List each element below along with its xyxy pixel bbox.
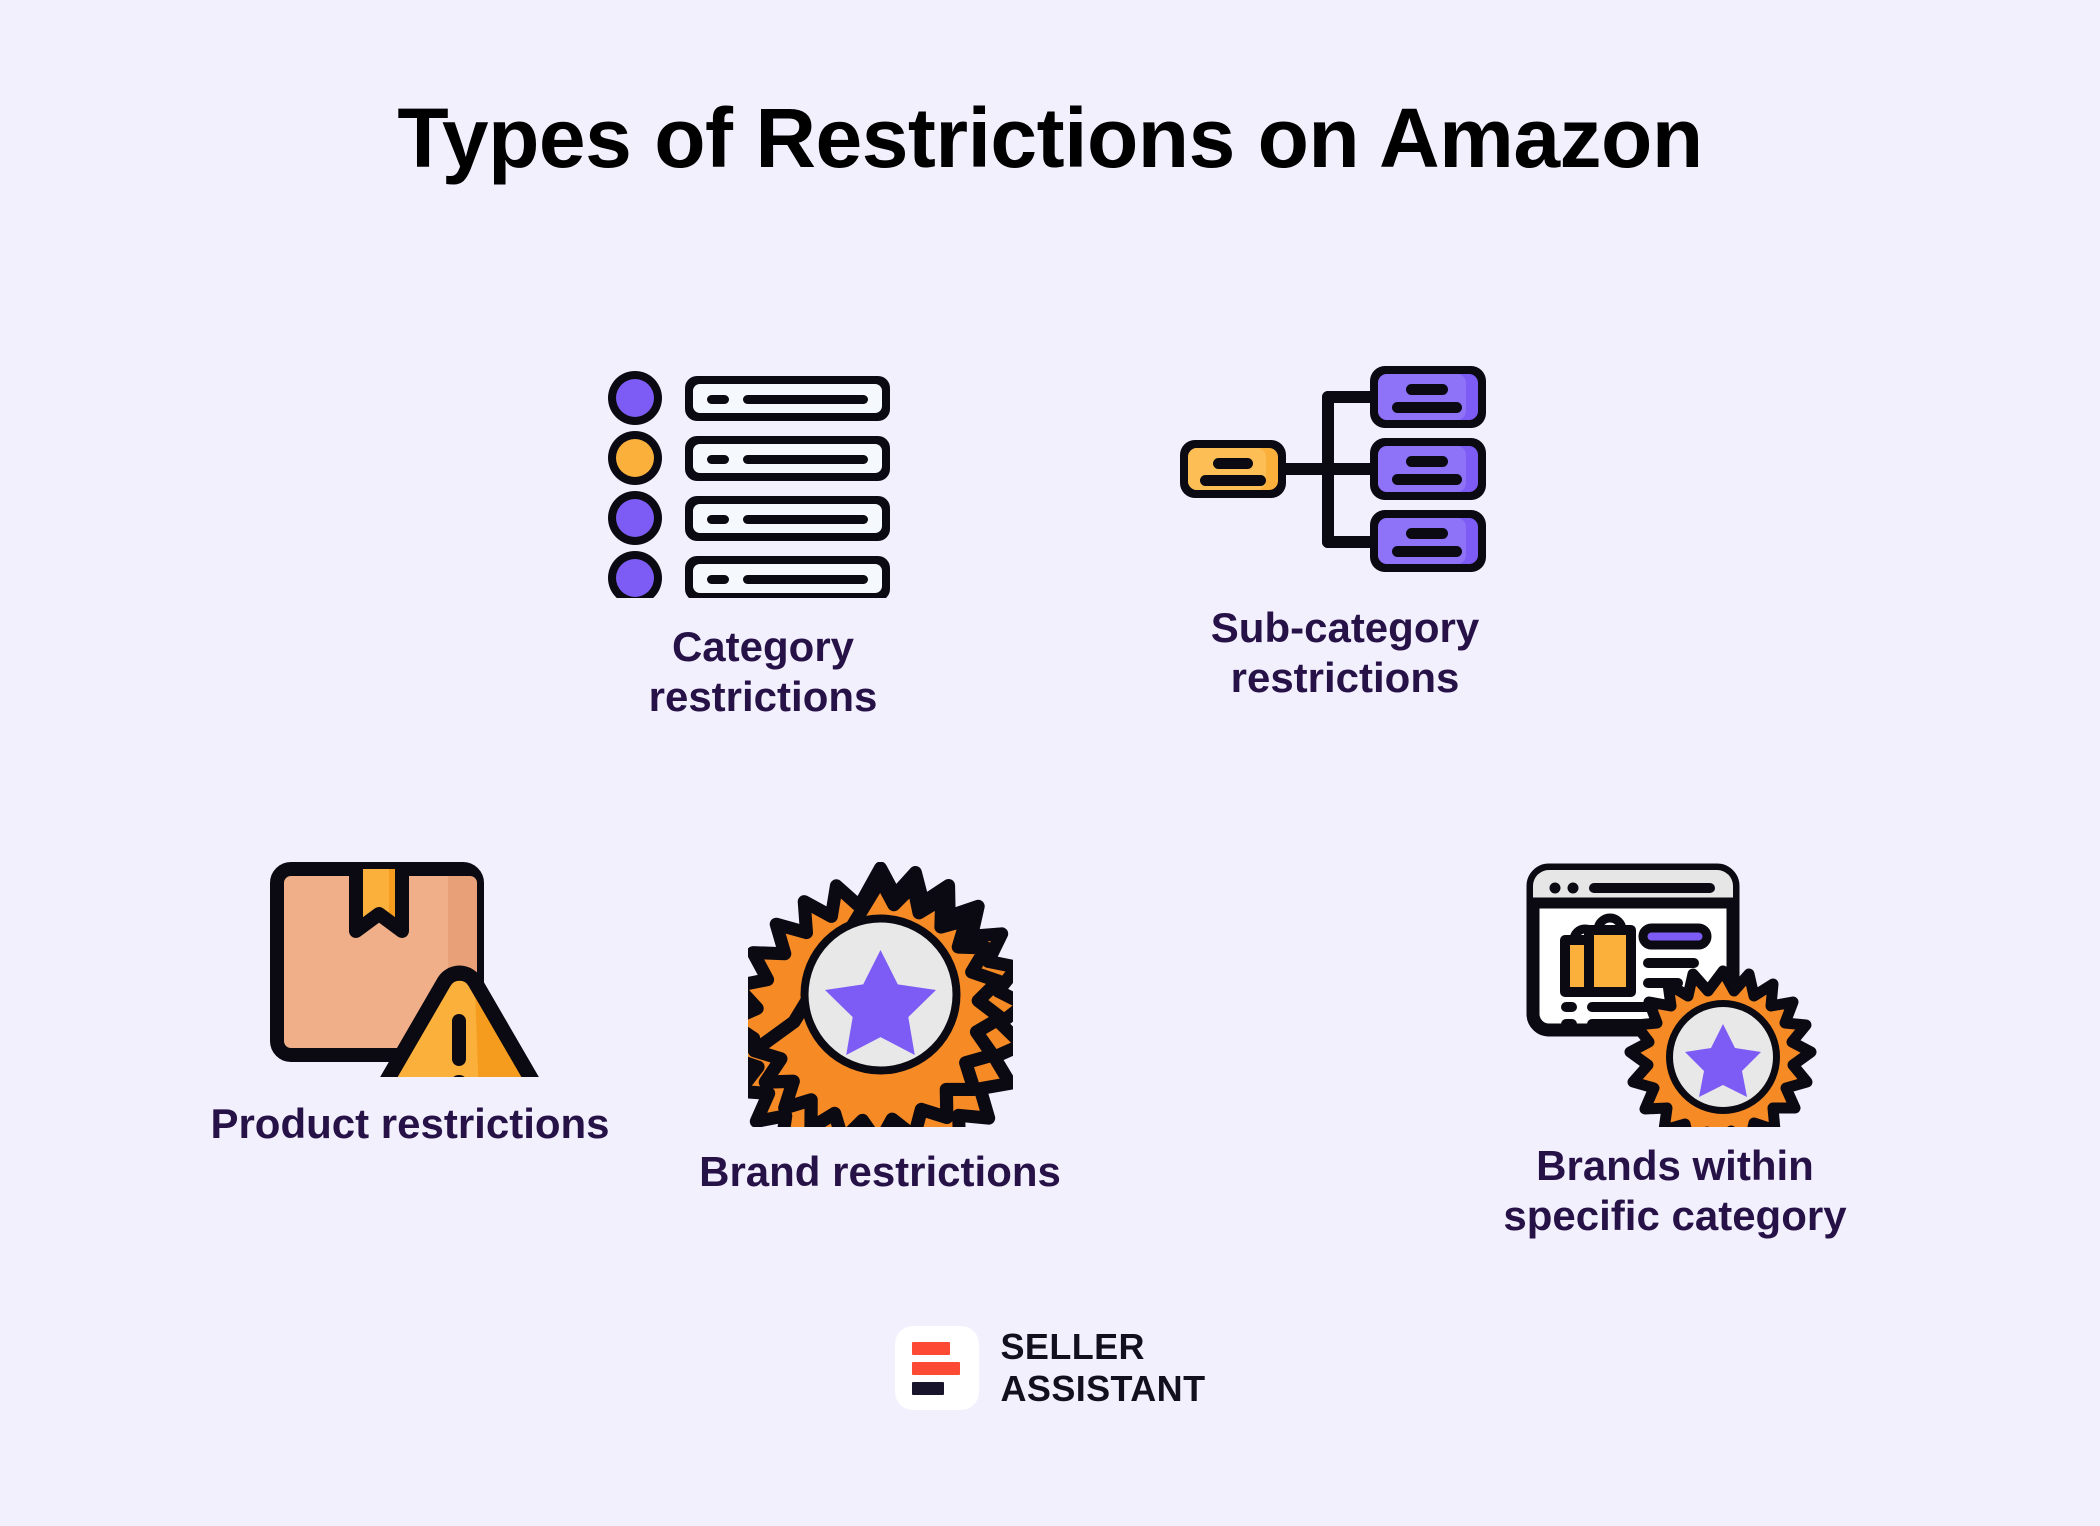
brand-badge-star-icon xyxy=(747,862,1013,1127)
card-subcategory-restrictions: Sub-category restrictions xyxy=(1175,362,1515,702)
card-caption: Sub-category restrictions xyxy=(1210,604,1480,701)
seller-assistant-logo: SELLER ASSISTANT xyxy=(0,1326,2100,1411)
card-caption: Category restrictions xyxy=(648,623,878,720)
page-title: Types of Restrictions on Amazon xyxy=(397,91,1703,185)
seller-assistant-logo-mark xyxy=(894,1326,979,1411)
card-category-restrictions: Category restrictions xyxy=(593,368,933,721)
logo-bar-2 xyxy=(911,1361,960,1375)
logo-wordmark: SELLER ASSISTANT xyxy=(1001,1326,1206,1411)
logo-bar-1 xyxy=(911,1341,950,1355)
browser-badge-icon xyxy=(1525,862,1825,1127)
sub-category-tree-icon xyxy=(1180,362,1510,577)
card-caption: Product restrictions xyxy=(210,1100,610,1147)
card-product-restrictions: Product restrictions xyxy=(170,862,650,1149)
logo-bar-3 xyxy=(911,1381,944,1395)
card-brand-restrictions: Brand restrictions xyxy=(660,862,1100,1197)
category-list-icon xyxy=(593,368,933,598)
product-box-warning-icon xyxy=(270,862,550,1077)
card-caption: Brand restrictions xyxy=(699,1148,1061,1195)
logo-wordmark-line1: SELLER xyxy=(1000,1326,1145,1367)
card-brands-within-category: Brands within specific category xyxy=(1440,862,1910,1240)
card-caption: Brands within specific category xyxy=(1503,1142,1847,1239)
logo-wordmark-line2: ASSISTANT xyxy=(1000,1368,1206,1410)
